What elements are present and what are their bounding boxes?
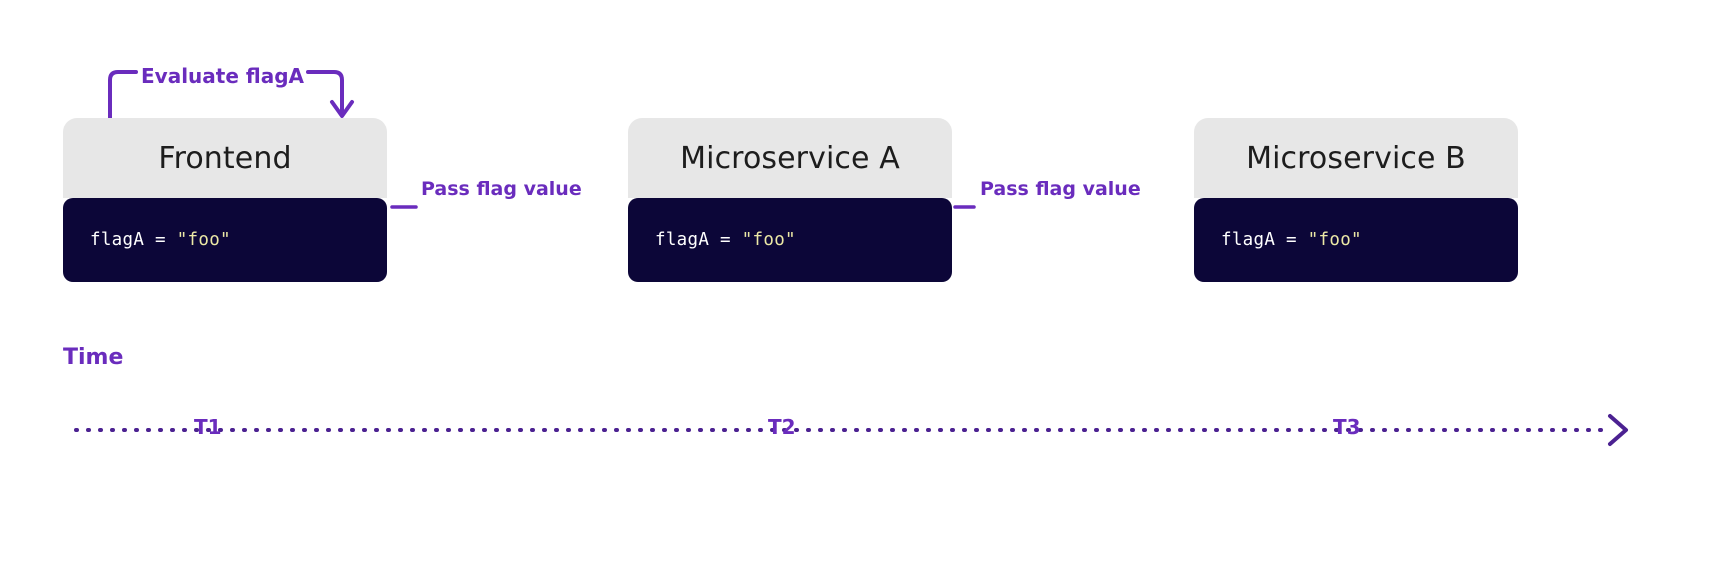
- node-frontend-code-block: flagA = "foo": [63, 198, 387, 282]
- timeline-tick-t1: T1: [194, 415, 222, 439]
- node-frontend-header: Frontend: [63, 118, 387, 198]
- node-frontend-code-line: flagA = "foo": [90, 230, 231, 250]
- node-microservice-a-code-line: flagA = "foo": [655, 230, 796, 250]
- node-frontend[interactable]: Frontend flagA = "foo": [63, 118, 387, 282]
- node-microservice-a-title: Microservice A: [680, 140, 900, 176]
- edge-label-evaluate-flag: Evaluate flagA: [141, 64, 304, 88]
- node-microservice-b-code-block: flagA = "foo": [1194, 198, 1518, 282]
- node-microservice-b-code-line: flagA = "foo": [1221, 230, 1362, 250]
- edge-label-pass-flag-2: Pass flag value: [980, 178, 1141, 200]
- timeline-axis: [74, 414, 1628, 446]
- node-microservice-a-code-block: flagA = "foo": [628, 198, 952, 282]
- node-microservice-a-code-prefix: flagA =: [655, 230, 742, 250]
- timeline-axis-label: Time: [63, 345, 124, 370]
- node-microservice-b-code-prefix: flagA =: [1221, 230, 1308, 250]
- node-microservice-a-header: Microservice A: [628, 118, 952, 198]
- node-microservice-b-code-value: "foo": [1307, 230, 1362, 250]
- timeline-tick-t3: T3: [1333, 415, 1361, 439]
- timeline-tick-t2: T2: [768, 415, 796, 439]
- node-microservice-b[interactable]: Microservice B flagA = "foo": [1194, 118, 1518, 282]
- node-microservice-b-header: Microservice B: [1194, 118, 1518, 198]
- node-microservice-a[interactable]: Microservice A flagA = "foo": [628, 118, 952, 282]
- node-microservice-b-title: Microservice B: [1246, 140, 1466, 176]
- edge-label-pass-flag-1: Pass flag value: [421, 178, 582, 200]
- node-microservice-a-code-value: "foo": [741, 230, 796, 250]
- node-frontend-code-prefix: flagA =: [90, 230, 177, 250]
- node-frontend-code-value: "foo": [176, 230, 231, 250]
- node-frontend-title: Frontend: [158, 140, 292, 176]
